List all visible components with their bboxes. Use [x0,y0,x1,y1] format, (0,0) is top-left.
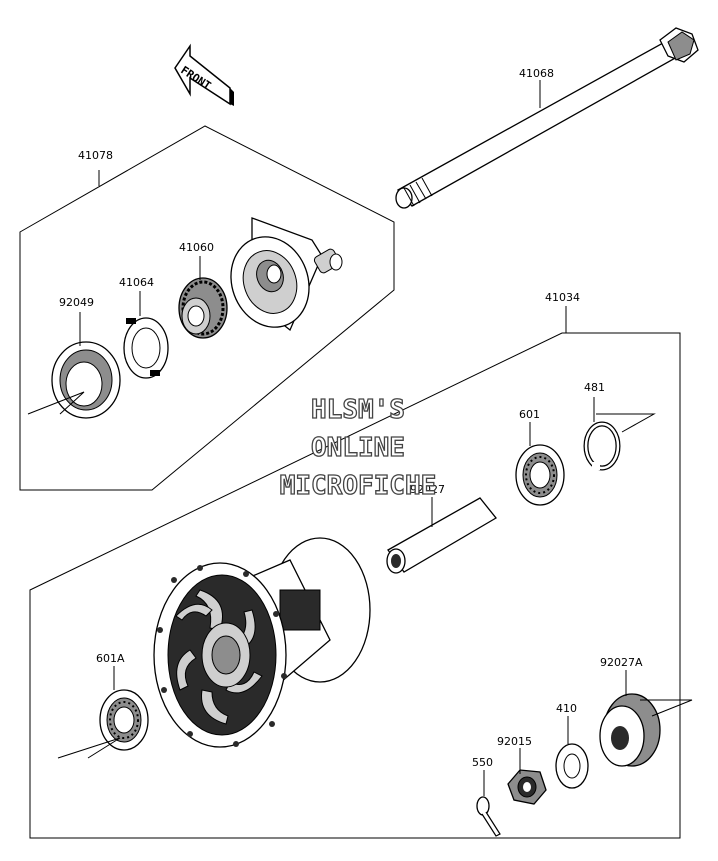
box-41078 [19,125,395,491]
oil-seal-92049 [51,341,121,419]
label-92015: 92015 [497,735,532,748]
watermark-line-1: HLSM'S [311,395,405,425]
box-41034 [29,332,681,839]
label-92027A: 92027A [600,656,643,669]
label-550: 550 [472,756,493,769]
label-601A: 601A [96,652,125,665]
washer-410 [555,743,589,789]
meter-gear-41060 [178,277,228,339]
axle-41068 [395,27,699,209]
label-41034: 41034 [545,291,580,304]
label-41068: 41068 [519,67,554,80]
collar-92027 [386,497,497,574]
watermark: HLSM'S ONLINE MICROFICHE [279,394,437,501]
label-41078: 41078 [78,149,113,162]
collar-92027a [599,693,661,767]
label-410: 410 [556,702,577,715]
bearing-601a [99,689,149,751]
wheel-hub [153,537,371,748]
circlip-481 [583,421,621,471]
front-arrow: FRONT [174,43,234,106]
cotter-pin-550 [476,796,501,837]
watermark-line-3: MICROFICHE [280,471,437,501]
watermark-line-2: ONLINE [311,433,405,463]
meter-gear-housing [230,217,343,332]
castle-nut-92015 [507,769,547,805]
plate-41064 [123,317,169,379]
bearing-601 [515,444,565,506]
label-481: 481 [584,381,605,394]
label-92027: 92027 [410,483,445,496]
label-41060: 41060 [179,241,214,254]
label-601: 601 [519,408,540,421]
label-92049: 92049 [59,296,94,309]
label-41064: 41064 [119,276,154,289]
